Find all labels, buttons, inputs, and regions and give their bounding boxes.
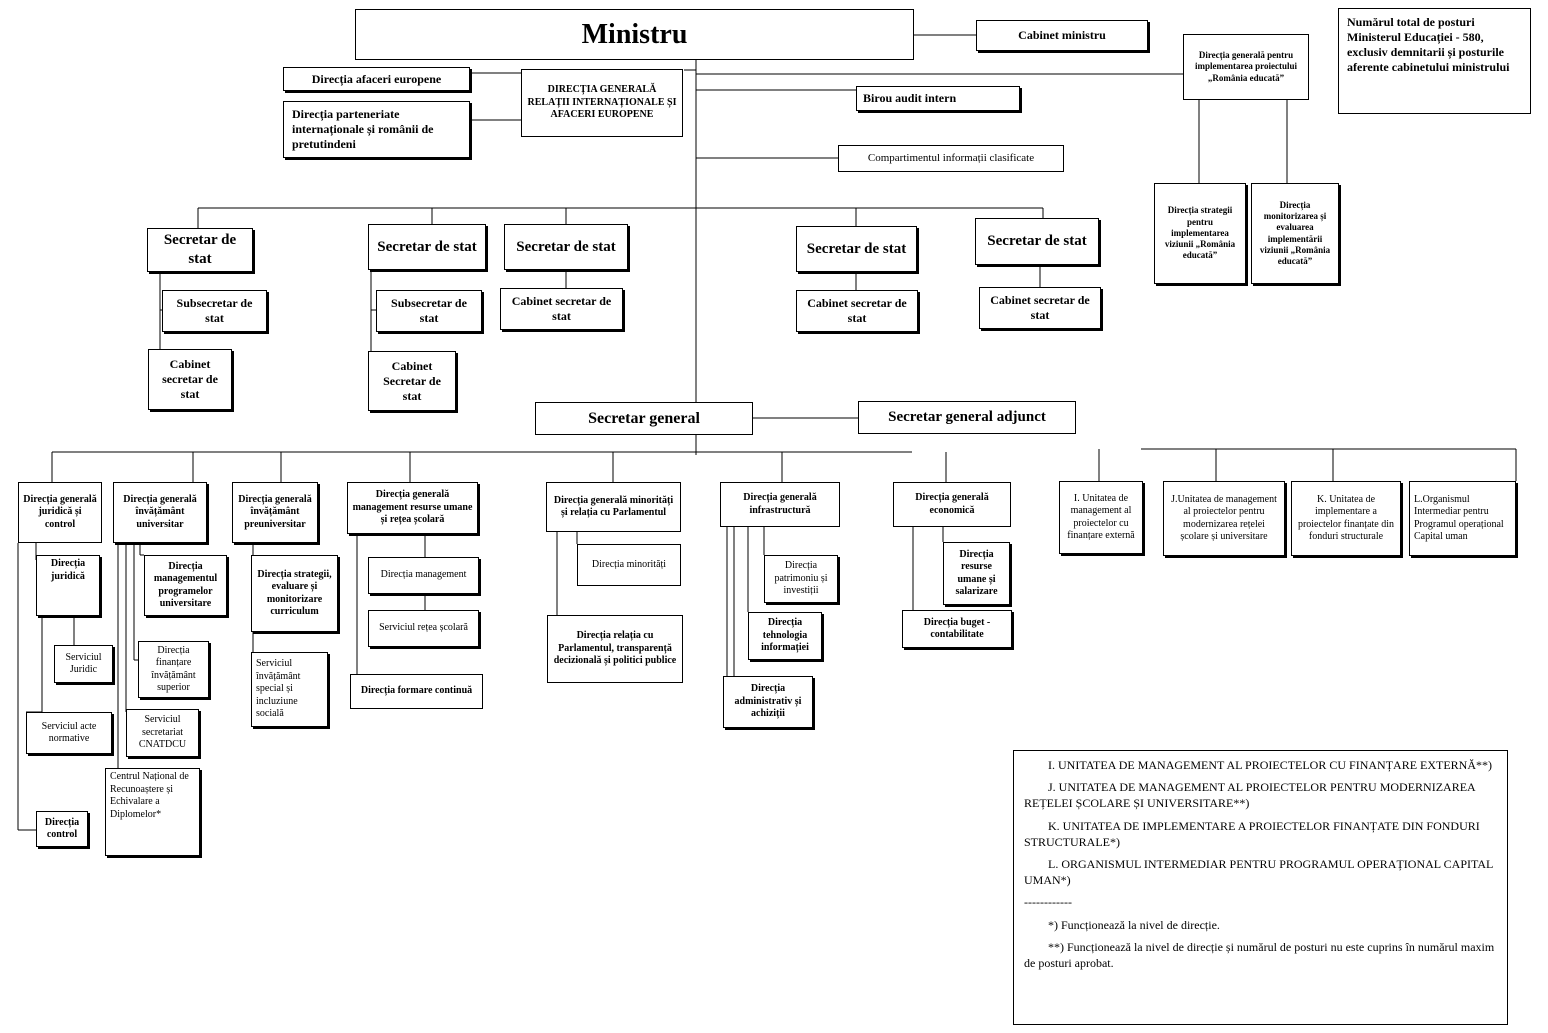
secretar-stat-5: Secretar de stat [975,218,1099,265]
legend-note-1: *) Funcționează la nivel de direcție. [1048,917,1220,932]
legend-j: J. UNITATEA DE MANAGEMENT AL PROIECTELOR… [1024,780,1476,811]
dir-resurse-salarizare-box: Direcția resurse umane și salarizare [943,542,1010,605]
dg-universitar-box: Direcția generală învățământ universitar [113,482,207,543]
dir-formare-box: Direcția formare continuă [350,674,483,709]
serviciul-special-box: Serviciul învățământ special și incluziu… [251,652,328,727]
secretar-stat-1: Secretar de stat [147,228,253,272]
dir-juridica-box: Direcția juridică [36,555,100,616]
unitatea-i-box: I. Unitatea de management al proiectelor… [1059,481,1143,554]
serviciul-juridic-box: Serviciul Juridic [54,645,113,683]
dir-tehnologia-box: Direcția tehnologia informației [748,612,822,660]
dir-patrimoniu-box: Direcția patrimoniu și investiții [764,555,838,603]
legend-k: K. UNITATEA DE IMPLEMENTARE A PROIECTELO… [1024,818,1480,849]
dir-finantare-box: Direcția finanțare învățământ superior [138,641,209,698]
subsecretar-stat-2: Subsecretar de stat [376,290,482,332]
unitatea-l-box: L.Organismul Intermediar pentru Programu… [1409,481,1516,556]
legend-separator: ------------ [1024,895,1072,910]
dg-resurse-box: Direcția generală management resurse uma… [347,482,478,534]
dir-management-box: Direcția management [368,557,479,594]
serviciul-acte-box: Serviciul acte normative [26,712,112,754]
cabinet-secretar-stat-4: Cabinet secretar de stat [796,290,918,332]
dg-preuniversitar-box: Direcția generală învățământ preuniversi… [232,482,318,543]
cabinet-secretar-stat-5: Cabinet secretar de stat [979,287,1101,329]
cabinet-ministru-box: Cabinet ministru [976,20,1148,51]
birou-audit-box: Birou audit intern [856,86,1020,111]
dg-romania-box: Direcția generală pentru implementarea p… [1183,34,1309,100]
centru-recunoastere-box: Centrul Național de Recunoaștere și Echi… [105,768,200,856]
parteneriate-box: Direcția parteneriate internaționale și … [283,101,470,158]
total-posts-box: Numărul total de posturi Ministerul Educ… [1338,8,1531,114]
dir-monitorizare-box: Direcția monitorizarea și evaluarea impl… [1251,183,1339,284]
dg-juridica-box: Direcția generală juridică și control [18,482,102,543]
unitatea-j-box: J.Unitatea de management al proiectelor … [1163,481,1285,556]
secretar-stat-4: Secretar de stat [796,226,917,272]
cabinet-secretar-stat-3: Cabinet secretar de stat [500,288,623,330]
cabinet-secretar-stat-2: Cabinet Secretar de stat [368,351,456,411]
dir-control-box: Direcția control [36,811,88,847]
legend-i: I. UNITATEA DE MANAGEMENT AL PROIECTELOR… [1048,758,1493,772]
dg-infrastructura-box: Direcția generală infrastructură [720,482,840,527]
unitatea-k-box: K. Unitatea de implementare a proiectelo… [1291,481,1401,556]
dir-strategii-box: Direcția strategii pentru implementarea … [1154,183,1246,284]
dg-economica-box: Direcția generală economică [893,482,1011,527]
dir-minoritati-box: Direcția minorități [577,544,681,586]
dg-relatii-box: DIRECȚIA GENERALĂ RELAȚII INTERNAȚIONALE… [521,69,683,137]
dir-strategii-curriculum-box: Direcția strategii, evaluare și monitori… [251,555,338,632]
serviciul-retea-box: Serviciul rețea școlară [368,610,479,647]
dg-minoritati-box: Direcția generală minorități și relația … [546,482,681,532]
secretar-general-box: Secretar general [535,402,753,435]
legend-box: I. UNITATEA DE MANAGEMENT AL PROIECTELOR… [1013,750,1508,1025]
ministru-box: Ministru [355,9,914,60]
dir-mgmt-universitare-box: Direcția managementul programelor univer… [144,555,227,616]
secretar-stat-2: Secretar de stat [368,224,486,270]
serviciul-cnatdcu-box: Serviciul secretariat CNATDCU [126,709,199,757]
subsecretar-stat-1: Subsecretar de stat [162,290,267,332]
dir-administrativ-box: Direcția administrativ și achiziții [723,676,813,728]
dir-buget-box: Direcția buget - contabilitate [902,610,1012,648]
afaceri-europene-box: Direcția afaceri europene [283,67,470,91]
cabinet-secretar-stat-1: Cabinet secretar de stat [148,349,232,410]
dir-relatia-parlament-box: Direcția relația cu Parlamentul, transpa… [547,615,683,683]
legend-note-2: **) Funcționează la nivel de direcție și… [1024,939,1495,970]
compartiment-box: Compartimentul informații clasificate [838,145,1064,172]
secretar-general-adjunct-box: Secretar general adjunct [858,401,1076,434]
secretar-stat-3: Secretar de stat [504,224,628,270]
legend-l: L. ORGANISMUL INTERMEDIAR PENTRU PROGRAM… [1024,856,1493,888]
